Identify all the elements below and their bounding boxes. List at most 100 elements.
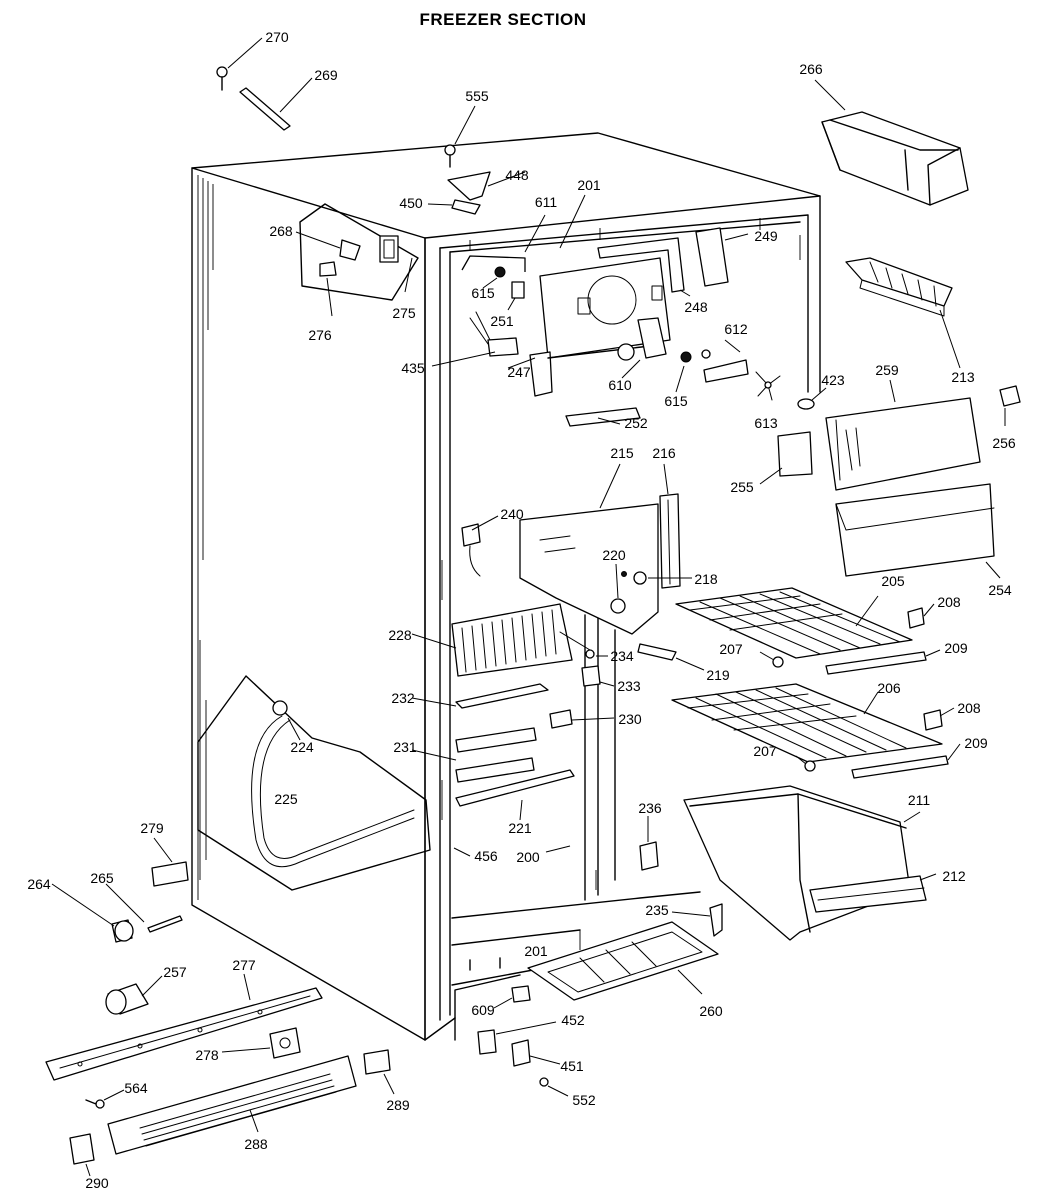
callout-label: 564	[124, 1080, 148, 1096]
part-612-615-bracket	[675, 339, 749, 393]
callout-label: 610	[608, 377, 632, 393]
callout-label: 615	[664, 393, 688, 409]
part-448-450-hinge	[427, 171, 526, 215]
lead-456	[453, 847, 471, 857]
part-224-225-drain	[197, 675, 431, 891]
part-228-evaporator-coil	[411, 603, 591, 677]
part-251-switch	[507, 281, 525, 311]
callout-label: 423	[821, 372, 845, 388]
part-248-249-duct	[597, 227, 749, 297]
part-206-shelf	[671, 683, 943, 763]
callout-label: 249	[754, 228, 778, 244]
callout-label: 216	[652, 445, 676, 461]
callout-label: 248	[684, 299, 708, 315]
callout-label: 220	[602, 547, 626, 563]
callout-label: 277	[232, 957, 256, 973]
callout-label: 265	[90, 870, 114, 886]
part-257-roller	[105, 975, 163, 1015]
callout-label: 256	[992, 435, 1016, 451]
callout-label: 218	[694, 571, 718, 587]
callout-label: 228	[388, 627, 412, 643]
callout-label: 452	[561, 1012, 585, 1028]
callout-label: 552	[572, 1092, 596, 1108]
callout-label: 247	[507, 364, 531, 380]
part-255-plate	[759, 431, 813, 485]
part-213-ice-tray	[845, 257, 961, 369]
callout-label: 289	[386, 1097, 410, 1113]
callout-label: 270	[265, 29, 289, 45]
part-236-bracket	[639, 816, 659, 871]
callout-label: 224	[290, 739, 314, 755]
part-290-block	[69, 1133, 95, 1177]
callout-label: 611	[535, 194, 558, 210]
callout-label: 254	[988, 582, 1012, 598]
callout-label: 231	[393, 739, 417, 755]
callout-label: 201	[577, 177, 601, 193]
callout-label: 276	[308, 327, 332, 343]
callout-label: 215	[610, 445, 634, 461]
callout-label: 255	[730, 479, 754, 495]
callout-label: 213	[951, 369, 975, 385]
part-205-shelf	[675, 587, 913, 659]
callout-label: 236	[638, 800, 662, 816]
callout-label: 211	[908, 792, 931, 808]
callout-label: 555	[465, 88, 489, 104]
part-240-thermostat	[461, 515, 499, 577]
part-270-bolt	[216, 37, 263, 91]
callout-label: 208	[957, 700, 981, 716]
callout-label: 257	[163, 964, 187, 980]
callout-label: 435	[401, 360, 425, 376]
callout-label: 450	[399, 195, 423, 211]
part-609-452-451-552	[477, 985, 569, 1097]
callout-label: 207	[719, 641, 743, 657]
callout-label: 612	[724, 321, 748, 337]
part-611-615-bracket	[461, 214, 546, 289]
callout-label: 264	[27, 876, 51, 892]
callout-label: 613	[754, 415, 778, 431]
callout-label: 207	[753, 743, 777, 759]
callout-label: 288	[244, 1136, 268, 1152]
callout-label: 234	[610, 648, 634, 664]
part-288-grille	[107, 1055, 357, 1155]
diagram-title: FREEZER SECTION	[419, 10, 586, 29]
part-252-grille	[565, 407, 641, 427]
part-234-233-219	[581, 643, 705, 687]
part-610-fan-motor	[617, 317, 667, 379]
part-208-207-209	[759, 603, 961, 779]
part-269-rod	[239, 77, 313, 131]
callout-label: 266	[799, 61, 823, 77]
callout-label: 221	[508, 820, 532, 836]
part-613-fan-blade	[755, 371, 781, 401]
part-564-screw	[85, 1089, 125, 1109]
callout-label: 269	[314, 67, 338, 83]
part-264-265-roller	[51, 883, 183, 943]
callout-label: 225	[274, 791, 298, 807]
part-259-panel	[825, 379, 981, 491]
callout-label: 201	[524, 943, 548, 959]
callout-label: 251	[490, 313, 514, 329]
freezer-cabinet	[191, 132, 821, 1041]
callout-label: 259	[875, 362, 899, 378]
part-220-218-knobs	[610, 563, 692, 614]
part-278-glide	[221, 1027, 301, 1059]
part-289-bracket	[363, 1049, 395, 1095]
callout-label: 232	[391, 690, 415, 706]
part-555-screw	[444, 105, 476, 168]
lead-201-top	[559, 194, 586, 249]
part-277-rail	[45, 973, 323, 1081]
callout-label: 275	[392, 305, 416, 321]
callout-label: 279	[140, 820, 164, 836]
part-268-275-276-control	[295, 203, 419, 317]
part-260-drip-tray	[527, 921, 719, 1001]
callout-label: 206	[877, 680, 901, 696]
part-230-fitting	[549, 709, 615, 729]
part-435-socket	[431, 311, 519, 367]
callout-label: 609	[471, 1002, 495, 1018]
lead-200	[545, 845, 571, 853]
callout-label: 260	[699, 1003, 723, 1019]
callout-label: 278	[195, 1047, 219, 1063]
callout-label: 219	[706, 667, 730, 683]
part-235-hinge	[671, 903, 723, 937]
